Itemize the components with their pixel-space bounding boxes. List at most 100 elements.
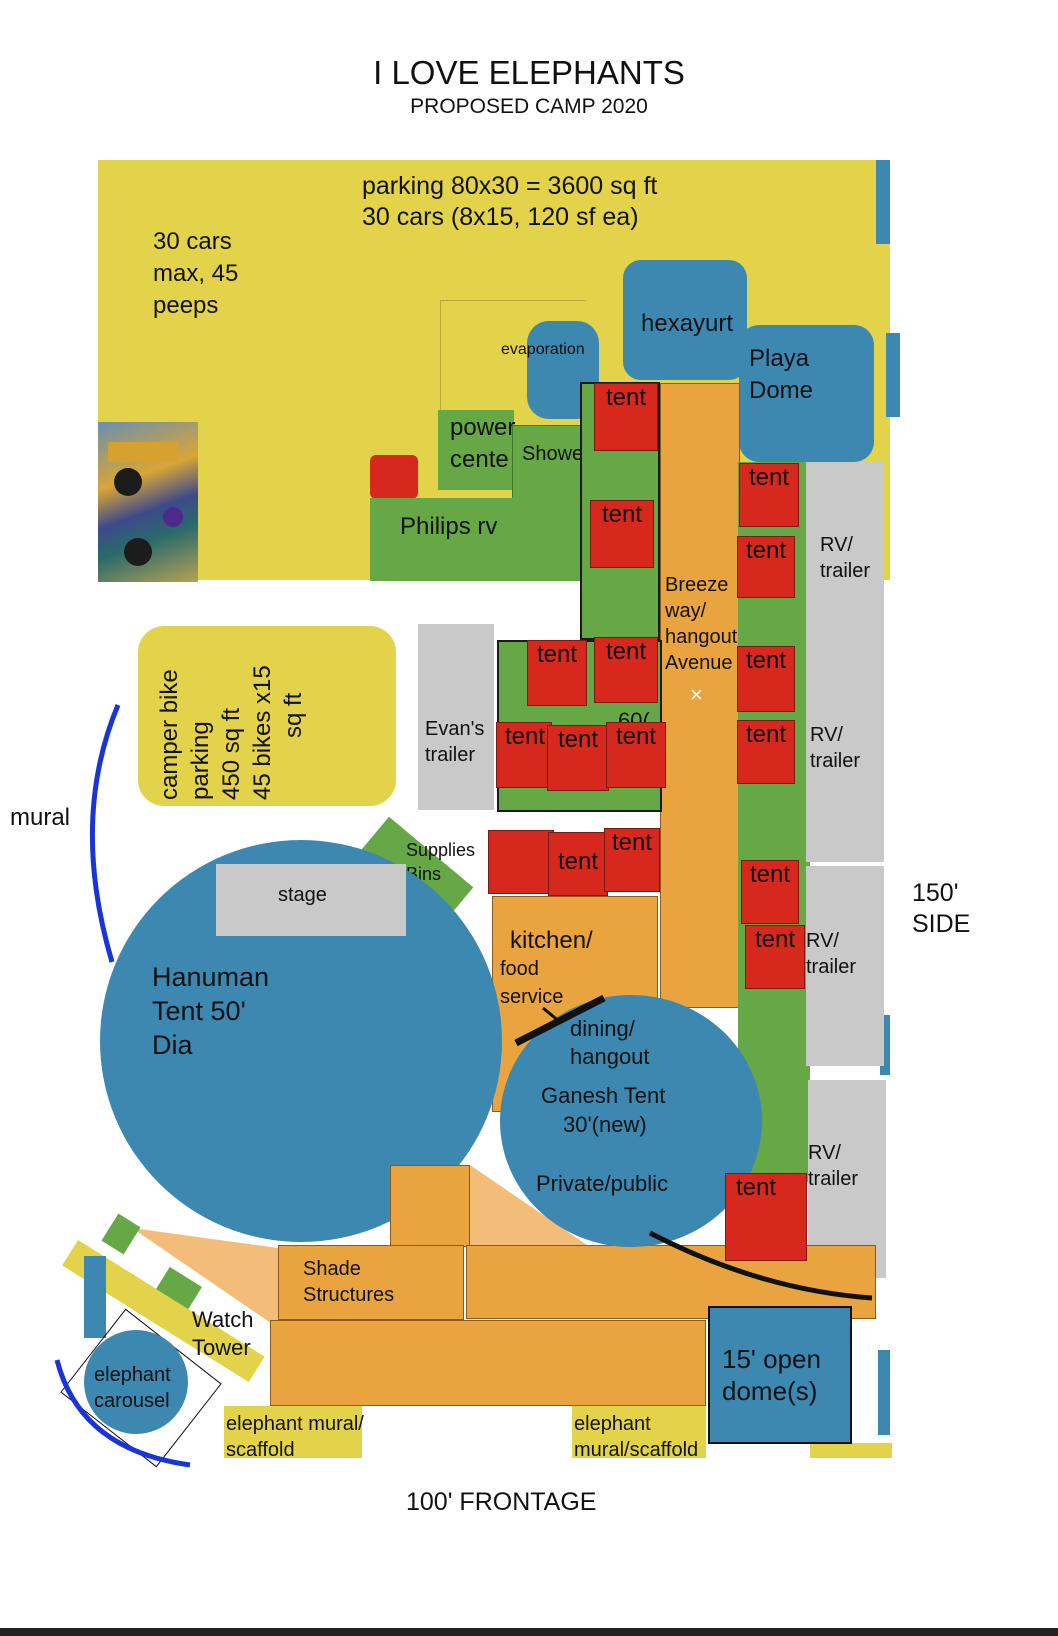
mural-arc (89, 704, 121, 963)
shade-structure (390, 1165, 470, 1247)
kitchen-label-1: kitchen/ (510, 927, 593, 954)
tent-block: tent (737, 646, 795, 712)
mural-scaffold (572, 1406, 706, 1458)
edge-strip (878, 1350, 890, 1435)
edge-strip (886, 333, 900, 417)
rv-label-1: RV/ (820, 534, 853, 556)
carousel-label-1: elephant (94, 1364, 171, 1386)
breezeway-label-3: hangout (665, 626, 738, 648)
playa-dome-label-1: Playa (749, 345, 810, 372)
center-marker: × (690, 682, 703, 707)
tent-block: tent (496, 722, 552, 788)
playa-dome (739, 325, 874, 462)
tent-block: tent (739, 463, 799, 527)
tent-block: tent (590, 500, 654, 568)
tent-block: tent (745, 925, 805, 989)
elephant-carousel (84, 1330, 188, 1434)
evaporation-label: evaporation (501, 341, 585, 358)
edge-strip (810, 1443, 892, 1458)
mural-scaffold-right-2: mural/scaffold (574, 1439, 699, 1461)
rv-label-2: trailer (808, 1168, 859, 1190)
tent-block: tent (547, 725, 609, 791)
kitchen-label-2: food (500, 958, 539, 980)
tent-block: tent (548, 832, 608, 896)
cars-note-2: max, 45 (153, 260, 239, 287)
tent-block: tent (594, 637, 658, 703)
parking-label-1: parking 80x30 = 3600 sq ft (362, 172, 658, 200)
mural-scaffold-left-1: elephant mural/ (226, 1413, 364, 1435)
ganesh-label-3: Ganesh Tent (541, 1083, 666, 1108)
hexayurt (623, 260, 747, 380)
rv-label-1: RV/ (810, 724, 843, 746)
ganesh-tent (500, 995, 762, 1247)
tent-block: tent (737, 536, 795, 598)
cars-note-1: 30 cars (153, 228, 232, 255)
philips-rv-label: Philips rv (400, 513, 498, 540)
page-subtitle: PROPOSED CAMP 2020 (410, 95, 648, 118)
shower (512, 425, 592, 507)
hexayurt-label: hexayurt (641, 310, 734, 337)
art-car-photo (98, 422, 198, 582)
carousel-arc (54, 1359, 191, 1468)
frontage-label: 100' FRONTAGE (406, 1488, 597, 1516)
playa-dome-label-2: Dome (749, 377, 814, 404)
watch-tower-post (84, 1256, 106, 1338)
open-dome-label-2: dome(s) (722, 1376, 818, 1406)
tent-block: tent (741, 860, 799, 924)
power-center (438, 410, 514, 490)
watch-tower-label-1: Watch (192, 1307, 254, 1332)
tent-block: tent (594, 383, 658, 451)
mural-label: mural (10, 804, 71, 831)
ganesh-label-2: hangout (570, 1044, 650, 1069)
watch-tower-label-2: Tower (192, 1335, 251, 1360)
tent-block: tent (737, 720, 795, 784)
bike-parking (138, 626, 396, 806)
supplies-label-1: Supplies (406, 840, 476, 860)
shade-label-1: Shade (303, 1258, 361, 1280)
stage (216, 864, 406, 936)
rv-trailer (806, 462, 884, 862)
breezeway-label-4: Avenue (665, 652, 733, 674)
page-title: I LOVE ELEPHANTS (373, 54, 685, 91)
rv-label-2: trailer (810, 750, 861, 772)
side-label-1: 150' (912, 879, 959, 907)
kitchen-label-3: service (500, 986, 564, 1008)
hanuman-label-2: Tent 50' (152, 996, 246, 1026)
ganesh-wall (648, 1230, 873, 1301)
hanuman-label-3: Dia (152, 1030, 193, 1060)
hanuman-label-1: Hanuman (152, 962, 270, 992)
mural-scaffold-left-2: scaffold (226, 1439, 295, 1461)
ganesh-label-5: Private/public (536, 1171, 669, 1196)
shower-label: Shower (522, 443, 590, 465)
edge-strip (876, 160, 890, 244)
power-label-2: cente (450, 446, 509, 473)
tent-block: tent (725, 1173, 807, 1261)
mural-scaffold-right-1: elephant (574, 1413, 651, 1435)
breezeway-label-1: Breeze (665, 574, 729, 596)
evans-trailer (418, 624, 494, 810)
carousel-label-2: carousel (94, 1390, 170, 1412)
rv-label-2: trailer (820, 560, 871, 582)
power-label-1: power (450, 414, 516, 441)
rv-label-2: trailer (806, 956, 857, 978)
tent-block: tent (604, 828, 660, 892)
tent-block: tent (527, 640, 587, 706)
rv-trailer (806, 866, 884, 1066)
side-label-2: SIDE (912, 910, 971, 938)
breezeway (660, 383, 740, 1008)
bottom-bar (0, 1628, 1058, 1636)
mural-scaffold (224, 1406, 362, 1458)
rv-label-1: RV/ (808, 1142, 841, 1164)
open-dome (708, 1306, 852, 1444)
evans-trailer-label-2: trailer (425, 744, 476, 766)
kitchen-arrow (542, 1006, 561, 1024)
edge-strip (880, 1015, 890, 1075)
parking-label-2: 30 cars (8x15, 120 sf ea) (362, 203, 639, 231)
tent-block: tent (606, 722, 666, 788)
cars-note-3: peeps (153, 292, 219, 319)
shade-structure (270, 1320, 706, 1406)
open-dome-label-1: 15' open (722, 1344, 821, 1374)
rv-label-1: RV/ (806, 930, 839, 952)
ganesh-label-4: 30'(new) (563, 1112, 647, 1137)
